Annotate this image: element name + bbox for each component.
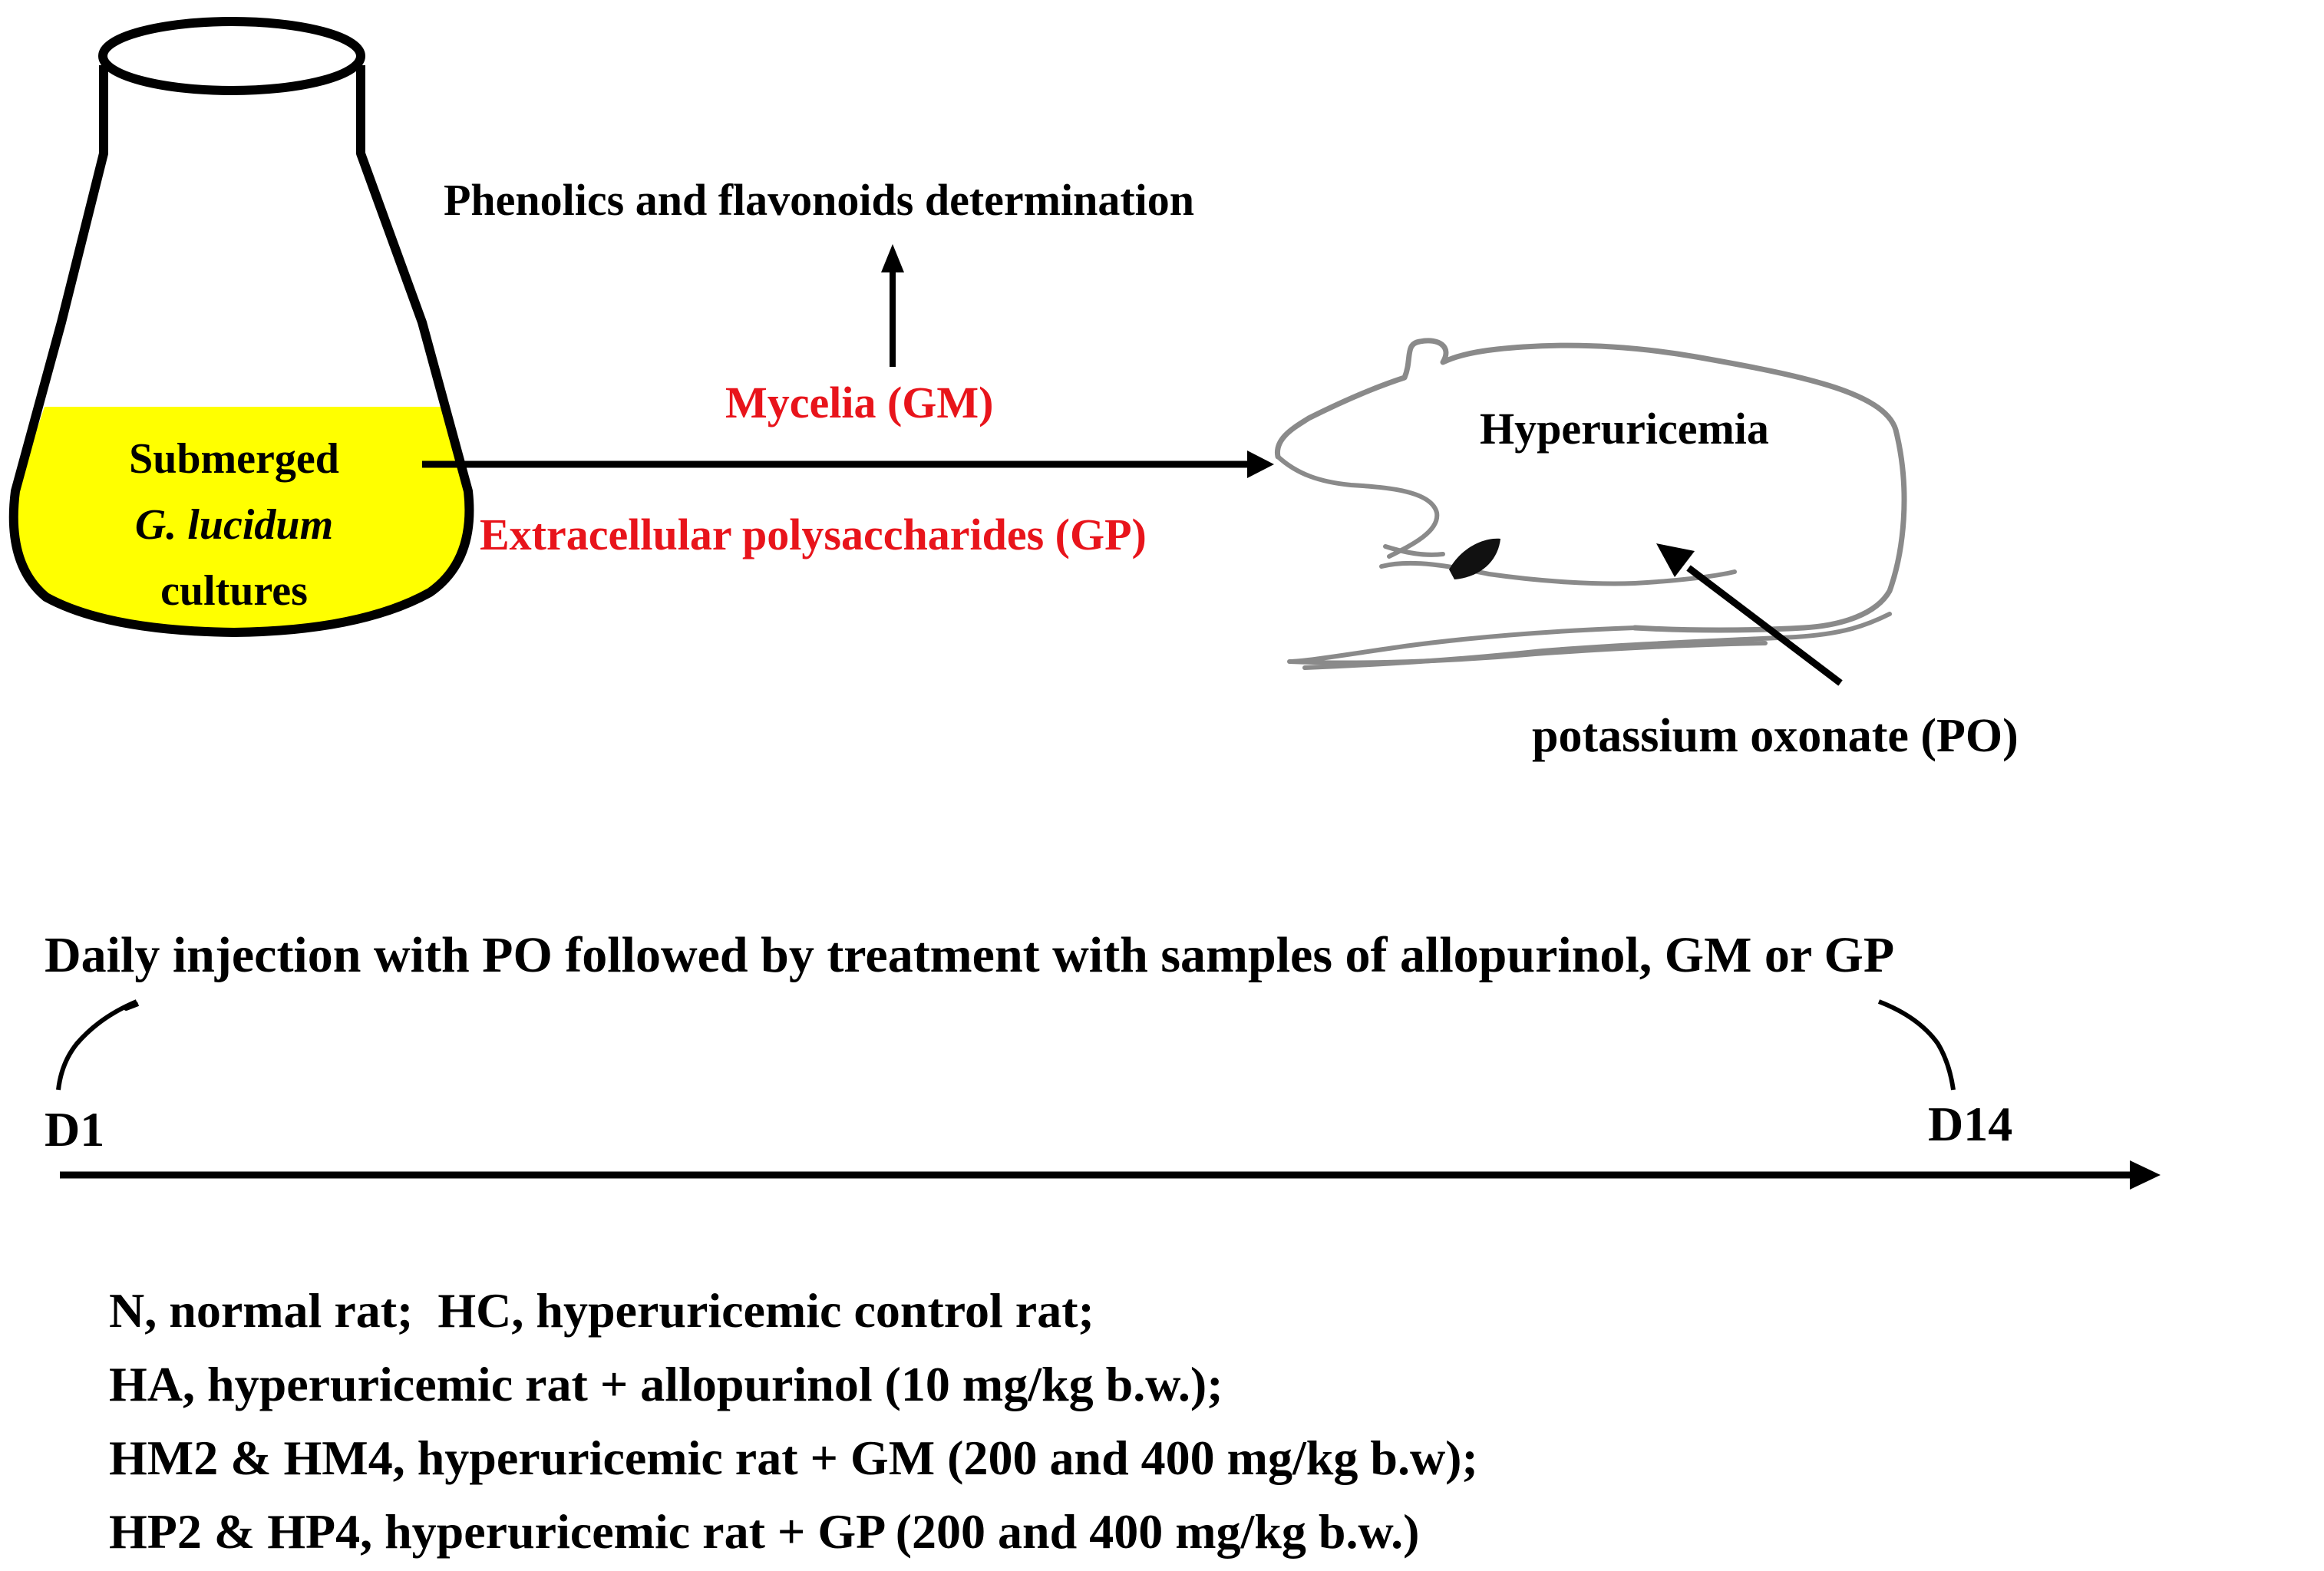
- culture-label-line3: cultures: [160, 567, 308, 615]
- culture-label: Submerged G. lucidum cultures: [46, 426, 422, 624]
- culture-flask-icon: [8, 17, 474, 637]
- po-to-rat-arrow: [1686, 565, 1843, 686]
- timeline-start-label: D1: [45, 1102, 105, 1157]
- mycelia-label: Mycelia (GM): [725, 378, 994, 427]
- culture-to-rat-arrowhead: [1247, 451, 1274, 478]
- phenolics-label: Phenolics and flavonoids determination: [444, 175, 1195, 225]
- culture-label-line2: G. lucidum: [134, 501, 334, 549]
- legend-line: HM2 & HM4, hyperuricemic rat + GM (200 a…: [109, 1431, 1478, 1485]
- timeline-end-label: D14: [1928, 1097, 2013, 1151]
- mycelia-to-phenolics-arrowhead: [881, 244, 904, 272]
- po-to-rat-arrowhead: [1656, 543, 1695, 577]
- d14-bracket: [1877, 999, 1956, 1091]
- timeline-arrowhead: [2130, 1160, 2161, 1190]
- culture-label-line1: Submerged: [129, 435, 339, 483]
- d1-bracket: [56, 999, 140, 1091]
- legend-line: HP2 & HP4, hyperuricemic rat + GP (200 a…: [109, 1504, 1420, 1559]
- flask-mouth: [98, 17, 365, 95]
- culture-liquid: [12, 407, 469, 631]
- rat-eye: [1449, 538, 1500, 579]
- polysaccharides-label: Extracellular polysaccharides (GP): [480, 510, 1147, 559]
- po-label: potassium oxonate (PO): [1532, 710, 2019, 762]
- legend-line: HA, hyperuricemic rat + allopurinol (10 …: [109, 1357, 1223, 1411]
- legend-line: N, normal rat; HC, hyperuricemic control…: [109, 1283, 1094, 1338]
- hyperuricemia-label: Hyperuricemia: [1480, 404, 1769, 454]
- timeline-caption: Daily injection with PO followed by trea…: [45, 927, 1895, 983]
- flask-outline: [8, 65, 474, 637]
- group-legend: N, normal rat; HC, hyperuricemic control…: [109, 1274, 1478, 1569]
- rat-icon: [1275, 338, 1907, 670]
